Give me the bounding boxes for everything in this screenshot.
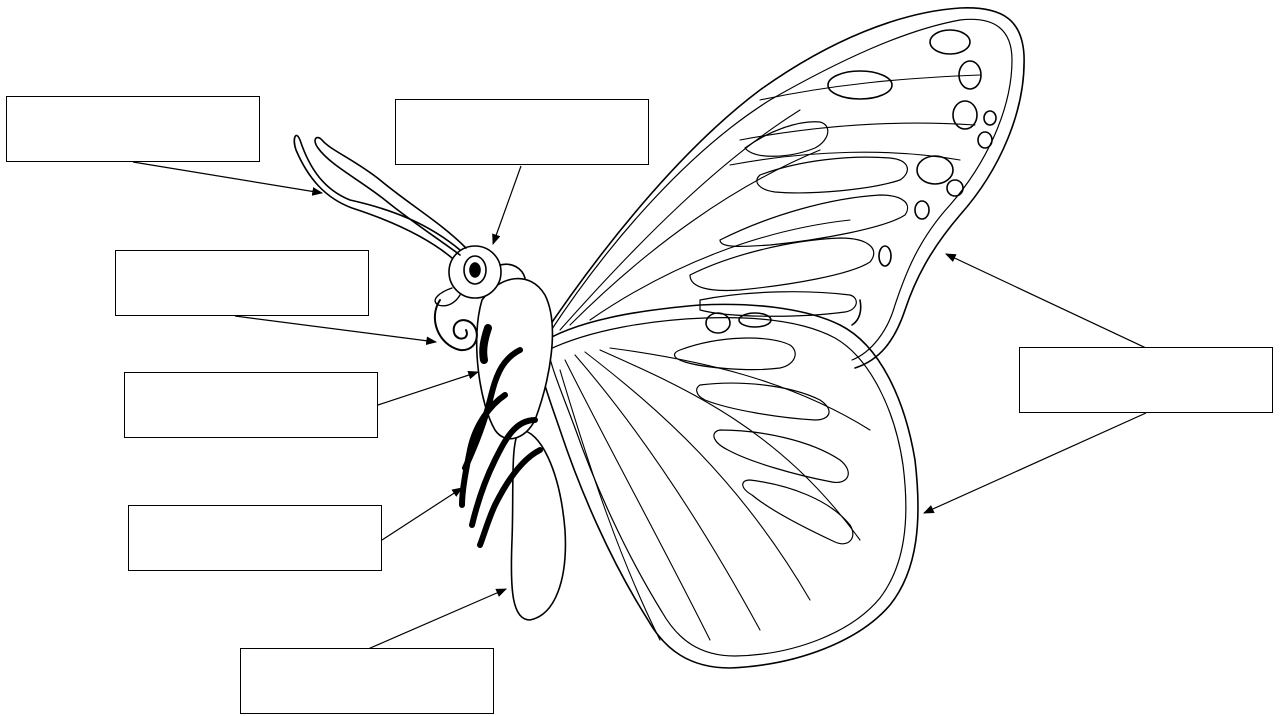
abdomen-shape: [511, 430, 565, 620]
label-box-thorax[interactable]: [124, 372, 378, 438]
leader-legs: [382, 488, 462, 540]
label-box-wings[interactable]: [1019, 347, 1273, 413]
label-box-eye[interactable]: [395, 99, 649, 165]
leader-antenna: [133, 162, 322, 193]
forewing: [540, 8, 1024, 368]
leader-forewing: [946, 254, 1146, 348]
leader-proboscis: [235, 316, 436, 342]
label-box-proboscis[interactable]: [115, 250, 369, 316]
leader-thorax: [378, 372, 478, 405]
label-box-antenna[interactable]: [6, 96, 260, 162]
label-box-abdomen[interactable]: [240, 648, 494, 714]
leader-hindwing: [924, 413, 1146, 513]
label-box-legs[interactable]: [128, 505, 382, 571]
hindwing: [538, 304, 918, 668]
leader-eye: [493, 166, 521, 244]
leader-abdomen: [368, 589, 506, 649]
